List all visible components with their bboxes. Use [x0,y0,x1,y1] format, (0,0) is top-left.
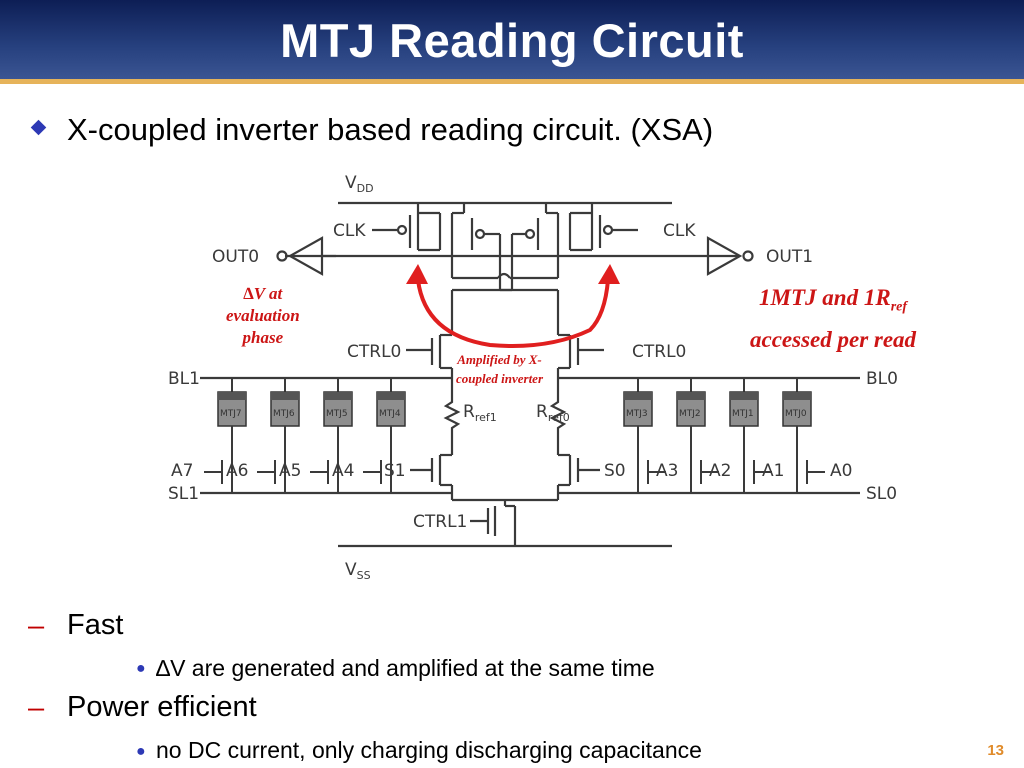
clk-left-label: CLK [333,221,366,241]
dash-bullet-icon: – [28,692,45,724]
sub-detail-power: no DC current, only charging discharging… [156,737,702,763]
mtj-cell [270,378,300,458]
mtj-cell [729,378,759,458]
bl0-label: BL0 [866,369,898,389]
addr-label: A6 [226,461,248,481]
arrowhead-left-icon [406,264,428,284]
mtj-label: MTJ3 [626,409,648,419]
main-bullet-text: X-coupled inverter based reading circuit… [67,112,714,147]
title-bar: MTJ Reading Circuit [0,0,1024,84]
arrowhead-right-icon [598,264,620,284]
rref0-label: Rref0 [536,402,570,424]
mtj-reading-circuit-diagram: VDD VSS CLK CLK OUT0 OUT1 CTRL0 CTRL0 CT… [168,173,898,582]
mtj-cell [782,378,812,458]
title-accent-rule [0,79,1024,84]
amplification-arrow [416,279,610,348]
mtj-label: MTJ0 [785,409,807,419]
addr-label: S0 [604,461,626,481]
access-annotation: 1MTJ and 1Rref accessed per read [750,285,917,352]
mtj-cell [217,378,247,458]
addr-label: A7 [171,461,193,481]
sub-bullet-power: Power efficient [67,691,257,723]
mtj-label: MTJ7 [220,409,242,419]
addr-label: A4 [332,461,354,481]
addr-label: A2 [709,461,731,481]
slide-title: MTJ Reading Circuit [280,14,744,67]
mtj-cell [376,378,406,458]
vdd-label: VDD [345,173,374,195]
addr-label: A3 [656,461,678,481]
out1-label: OUT1 [766,247,813,267]
addr-label: A5 [279,461,301,481]
sub-detail-fast: ∆V are generated and amplified at the sa… [156,655,655,681]
mtj-cell [323,378,353,458]
mtj-cell [676,378,706,458]
mtj-label: MTJ2 [679,409,701,419]
dash-bullet-icon: – [28,610,45,642]
rref1-label: Rref1 [463,402,497,424]
vss-label: VSS [345,560,371,582]
sub-bullet-fast: Fast [67,609,124,641]
clk-right-label: CLK [663,221,696,241]
ctrl0-right-label: CTRL0 [632,342,686,362]
amplified-annotation: Amplified by X- coupled inverter [456,352,544,386]
addr-label: A1 [762,461,784,481]
dot-bullet-icon: ● [136,743,146,760]
delta-v-annotation: ∆V at evaluation phase [226,284,300,347]
addr-label: A0 [830,461,852,481]
mtj-cells-right [623,378,812,458]
sl1-label: SL1 [168,484,199,504]
addr-label: S1 [384,461,406,481]
mtj-cells-left [217,378,406,458]
ctrl0-left-label: CTRL0 [347,342,401,362]
mtj-cell [623,378,653,458]
mtj-label: MTJ1 [732,409,754,419]
page-number: 13 [987,742,1004,759]
bl1-label: BL1 [168,369,200,389]
mtj-label: MTJ4 [379,409,401,419]
mtj-label: MTJ5 [326,409,348,419]
sl0-label: SL0 [866,484,897,504]
mtj-label: MTJ6 [273,409,295,419]
dot-bullet-icon: ● [136,660,146,677]
ctrl1-label: CTRL1 [413,512,467,532]
out0-label: OUT0 [212,247,259,267]
